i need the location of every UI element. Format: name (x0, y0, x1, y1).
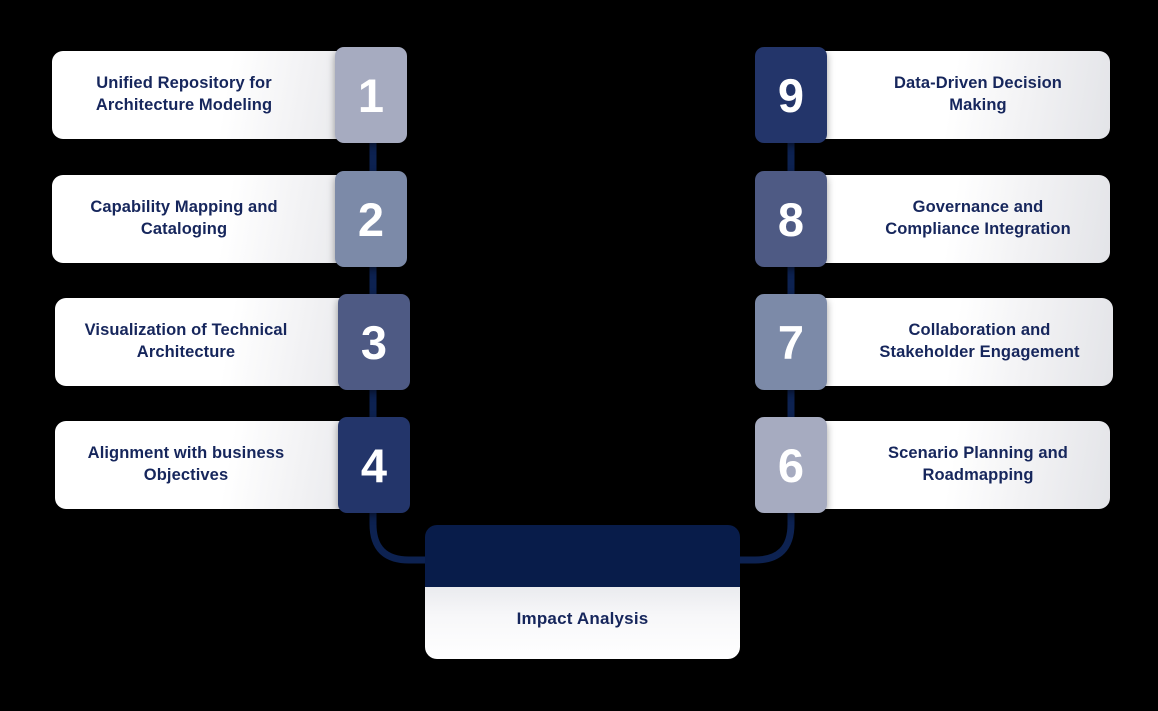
step-number-1: 1 (357, 68, 385, 122)
step-panel-3: Visualization of Technical Architecture (55, 298, 385, 386)
step-card-2[interactable]: Capability Mapping and Cataloging 2 (52, 171, 407, 267)
step-number-badge-4: 4 (338, 417, 410, 513)
step-number-badge-6: 6 (755, 417, 827, 513)
step-card-7[interactable]: Collaboration and Stakeholder Engagement… (755, 294, 1113, 390)
step-label-8: Governance and Compliance Integration (885, 198, 1071, 238)
step-number-7: 7 (777, 315, 805, 369)
step-label-1: Unified Repository for Architecture Mode… (95, 74, 273, 114)
step-panel-2: Capability Mapping and Cataloging (52, 175, 384, 263)
step-panel-4: Alignment with business Objectives (55, 421, 385, 509)
step-label-4: Alignment with business Objectives (87, 444, 285, 484)
step-label-3: Visualization of Technical Architecture (84, 321, 288, 361)
outcome-card-impact-analysis[interactable]: Impact Analysis (425, 525, 740, 659)
outcome-card-label: Impact Analysis (516, 609, 649, 628)
step-card-1[interactable]: Unified Repository for Architecture Mode… (52, 47, 407, 143)
step-label-6: Scenario Planning and Roadmapping (888, 444, 1068, 484)
step-number-badge-8: 8 (755, 171, 827, 267)
step-panel-9: Data-Driven Decision Making (778, 51, 1110, 139)
step-number-9: 9 (777, 68, 805, 122)
step-number-badge-3: 3 (338, 294, 410, 390)
step-card-4[interactable]: Alignment with business Objectives 4 (55, 417, 410, 513)
step-panel-6: Scenario Planning and Roadmapping (778, 421, 1110, 509)
step-panel-1: Unified Repository for Architecture Mode… (52, 51, 384, 139)
step-panel-7: Collaboration and Stakeholder Engagement (778, 298, 1113, 386)
step-label-7: Collaboration and Stakeholder Engagement (879, 321, 1080, 361)
step-number-badge-2: 2 (335, 171, 407, 267)
step-number-badge-7: 7 (755, 294, 827, 390)
outcome-card-body: Impact Analysis (425, 579, 740, 659)
step-number-3: 3 (360, 315, 388, 369)
step-number-2: 2 (357, 192, 385, 246)
outcome-card-header (425, 525, 740, 587)
step-label-9: Data-Driven Decision Making (894, 74, 1062, 114)
step-number-4: 4 (360, 438, 388, 492)
step-panel-8: Governance and Compliance Integration (778, 175, 1110, 263)
step-number-6: 6 (777, 438, 805, 492)
step-label-2: Capability Mapping and Cataloging (90, 198, 278, 238)
step-card-6[interactable]: Scenario Planning and Roadmapping 6 (755, 417, 1110, 513)
step-number-badge-1: 1 (335, 47, 407, 143)
step-card-9[interactable]: Data-Driven Decision Making 9 (755, 47, 1110, 143)
step-number-badge-9: 9 (755, 47, 827, 143)
step-card-8[interactable]: Governance and Compliance Integration 8 (755, 171, 1110, 267)
step-number-8: 8 (777, 192, 805, 246)
step-card-3[interactable]: Visualization of Technical Architecture … (55, 294, 410, 390)
